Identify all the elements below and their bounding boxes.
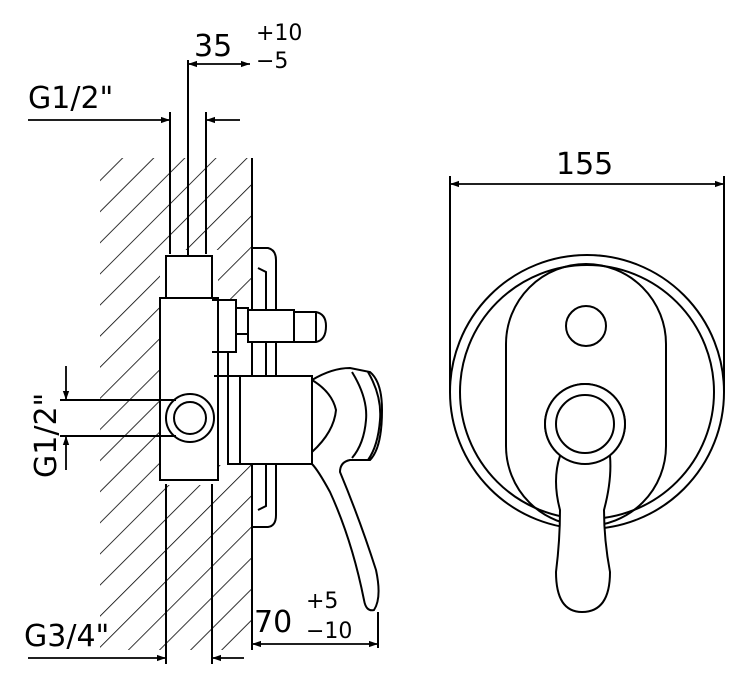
front-lever xyxy=(544,383,626,614)
label-plate-diameter: 155 xyxy=(556,147,613,182)
label-body-tol-plus: +10 xyxy=(256,21,302,46)
cartridge-housing xyxy=(227,375,241,465)
valve-body-cap xyxy=(165,255,213,299)
label-lever-tol-plus: +5 xyxy=(306,589,338,614)
lever-handle xyxy=(311,366,384,612)
side-inlet-port xyxy=(165,393,215,443)
diverter-knob xyxy=(565,305,607,347)
label-body-tol-minus: −5 xyxy=(256,49,288,74)
diverter-button xyxy=(235,307,328,343)
label-top-inlet: G1/2" xyxy=(28,81,113,116)
label-body-depth: 35 xyxy=(194,29,232,64)
label-side-inlet: G1/2" xyxy=(29,393,64,478)
front-view xyxy=(449,176,725,614)
label-lever-projection: 70 xyxy=(254,605,292,640)
label-lever-tol-minus: −10 xyxy=(306,619,352,644)
label-outlet: G3/4" xyxy=(24,619,109,654)
side-view xyxy=(60,60,384,664)
side-view-dimensions xyxy=(28,60,378,662)
valve-body xyxy=(159,297,219,481)
